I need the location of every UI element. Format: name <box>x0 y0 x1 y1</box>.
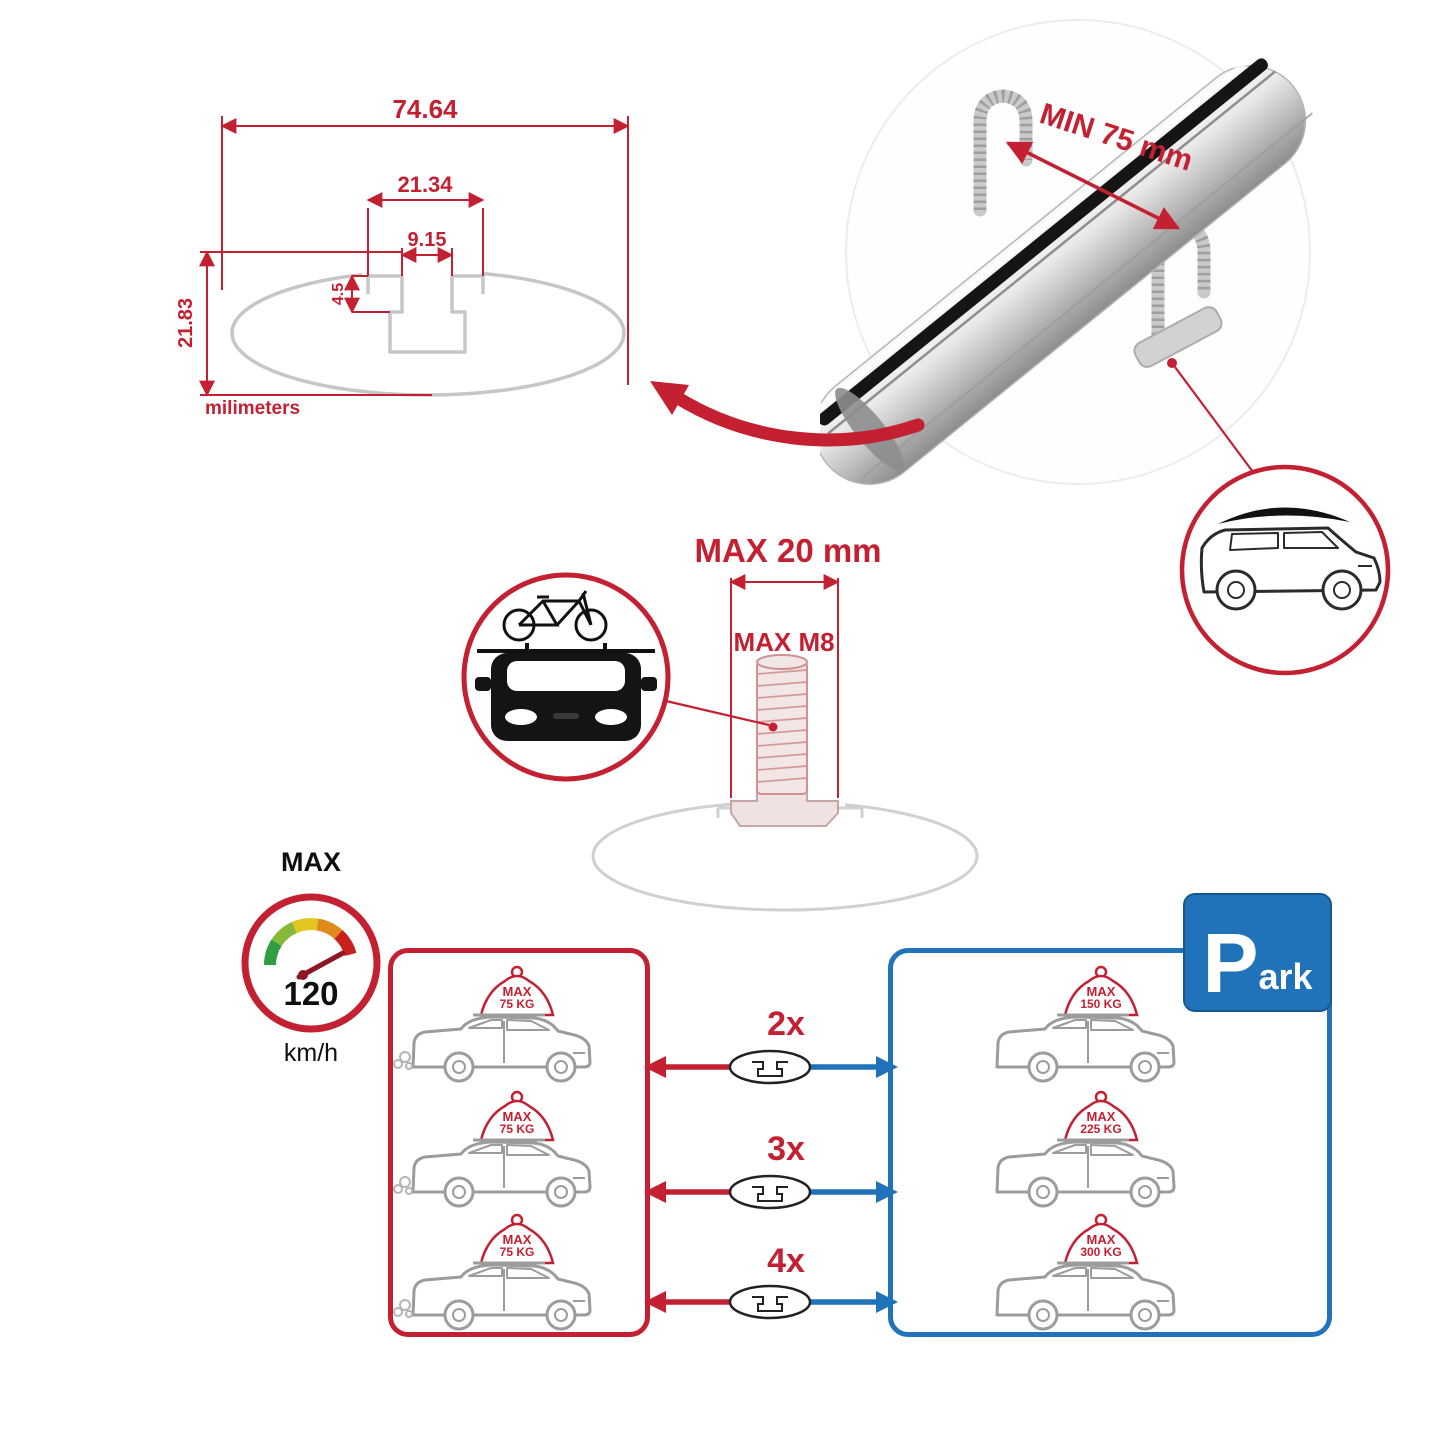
crossbar-section-icon <box>728 1174 812 1210</box>
car-with-cargo <box>995 1090 1176 1208</box>
dim-total-width-label: 74.64 <box>392 94 458 124</box>
arrowhead <box>650 381 689 415</box>
exhaust-smoke-icon <box>393 1299 413 1318</box>
min-spacing-arrow <box>1005 141 1181 230</box>
roofbox-car-circle <box>1179 464 1391 676</box>
cross-section-diagram: 74.64 21.34 9.15 4.5 21.83 milimeters <box>175 94 630 419</box>
right-arrowhead <box>876 1056 898 1078</box>
bar-count-row: 4x <box>644 1242 898 1320</box>
u-bolt-icon <box>973 89 1033 217</box>
car-with-cargo <box>995 965 1176 1083</box>
car-with-cargo <box>411 1213 592 1331</box>
dim-lip-height <box>344 274 390 314</box>
park-sign-letter: P <box>1202 916 1259 1011</box>
multiplier-label: 3x <box>767 1130 805 1168</box>
tent-max-label: MAX <box>503 1109 532 1124</box>
roof-box-icon <box>1218 507 1350 524</box>
left-arrowhead <box>644 1056 666 1078</box>
callout-line <box>665 699 770 727</box>
tent-weight-label: 150 KG <box>1080 997 1121 1011</box>
bar-end-cap <box>835 387 905 471</box>
multiplier-label: 2x <box>767 1005 805 1043</box>
tent-max-label: MAX <box>503 984 532 999</box>
tent-weight-label: 225 KG <box>1080 1122 1121 1136</box>
gauge-pivot <box>298 970 308 980</box>
max-plate-label: MAX 20 mm <box>694 532 881 569</box>
crossbar-section-icon <box>728 1284 812 1320</box>
callout-line <box>1171 362 1254 473</box>
bar-count-row: 2x <box>644 1005 898 1085</box>
dim-plate-width <box>729 574 840 798</box>
bar-count-row: 3x <box>644 1130 898 1210</box>
car-with-cargo <box>411 1090 592 1208</box>
bar-to-diagram-arrow <box>650 381 925 447</box>
bicycle-icon <box>502 590 608 642</box>
bar-count-arrows: 2x 3x 4x <box>644 1005 898 1320</box>
left-arrowhead <box>644 1291 666 1313</box>
bar-photo-circle: MIN 75 mm <box>820 19 1313 485</box>
car-with-cargo <box>995 1213 1176 1331</box>
speed-units: km/h <box>284 1039 338 1067</box>
tent-max-label: MAX <box>1087 1109 1116 1124</box>
t-slot-profile <box>366 274 485 354</box>
dim-upper-width-label: 21.34 <box>397 172 453 197</box>
dim-slot-width-label: 9.15 <box>408 229 447 251</box>
car-with-cargo <box>411 965 592 1083</box>
dim-upper-width <box>366 192 485 276</box>
tent-max-label: MAX <box>1087 984 1116 999</box>
right-arrowhead <box>876 1181 898 1203</box>
gauge-ring <box>241 893 381 1033</box>
tent-weight-label: 75 KG <box>500 997 535 1011</box>
tent-weight-label: 75 KG <box>500 1245 535 1259</box>
bolt-diagram: MAX 20 mm MAX M8 <box>591 532 979 912</box>
exhaust-smoke-icon <box>393 1176 413 1195</box>
suv-with-roofbox-icon <box>1199 507 1382 611</box>
multiplier-label: 4x <box>767 1242 805 1280</box>
speed-value: 120 <box>283 975 338 1012</box>
crossbar-section-icon <box>728 1049 812 1085</box>
callout-dot <box>768 722 778 732</box>
threaded-stud-icon <box>756 654 808 795</box>
tent-weight-label: 300 KG <box>1080 1245 1121 1259</box>
dim-total-width <box>220 116 630 385</box>
dim-total-height-label: 21.83 <box>175 298 197 348</box>
tent-weight-label: 75 KG <box>500 1122 535 1136</box>
park-sign-text: ark <box>1258 956 1313 997</box>
max-thread-label: MAX M8 <box>733 627 834 657</box>
dim-lip-height-label: 4.5 <box>330 283 347 305</box>
clamp-bracket-icon <box>1133 306 1223 368</box>
left-arrowhead <box>644 1181 666 1203</box>
gauge-arc-segments <box>264 918 357 966</box>
park-sign: P ark <box>1183 893 1332 1012</box>
speed-limit-gauge: MAX 120 km/h <box>241 847 381 1067</box>
t-nut-plate-icon <box>730 791 839 827</box>
tent-max-label: MAX <box>1087 1232 1116 1247</box>
units-label: milimeters <box>205 398 300 419</box>
speed-max-label: MAX <box>281 847 341 877</box>
car-front-icon <box>475 653 657 741</box>
exhaust-smoke-icon <box>393 1051 413 1070</box>
driving-load-cars: MAX 75 KG MAX 75 KG MAX 75 KG <box>393 965 592 1331</box>
parked-load-cars: MAX 150 KG MAX 225 KG MAX 300 KG <box>995 965 1176 1331</box>
tent-max-label: MAX <box>503 1232 532 1247</box>
bike-car-circle <box>461 572 671 782</box>
dim-total-height <box>199 250 432 397</box>
roof-bar-line <box>477 643 655 653</box>
right-arrowhead <box>876 1291 898 1313</box>
